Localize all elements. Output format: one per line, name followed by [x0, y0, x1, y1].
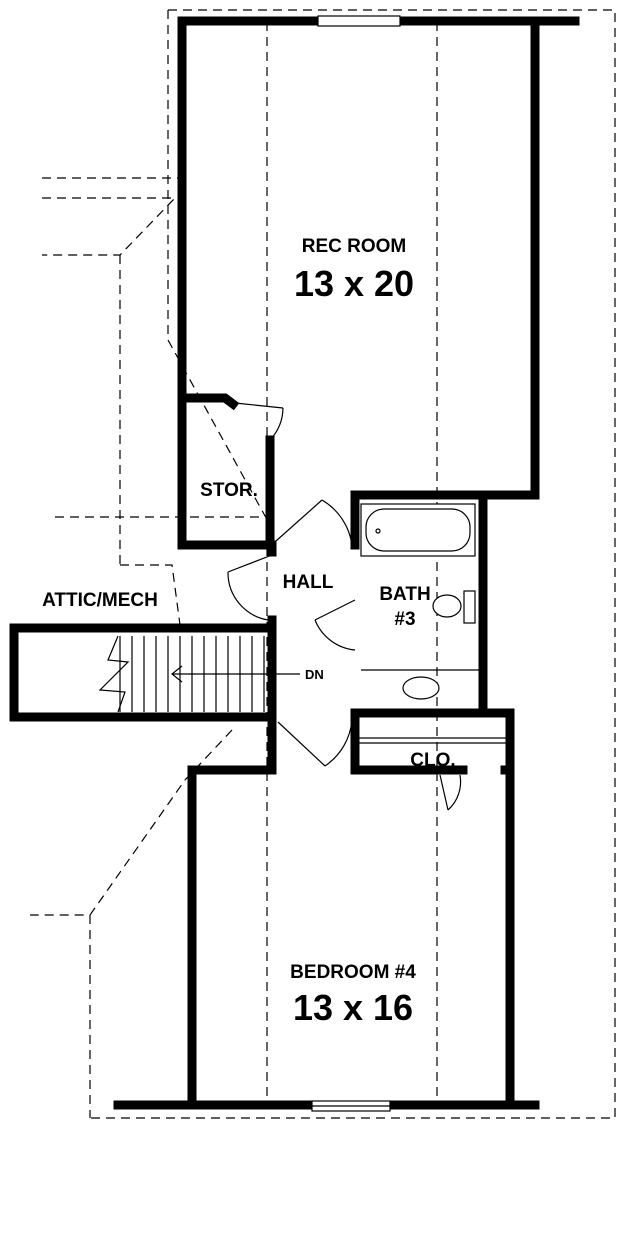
windows — [311, 15, 401, 1112]
bedroom-size: 13 x 16 — [293, 987, 413, 1028]
bath-fixtures — [360, 503, 480, 700]
closet-label: CLO. — [410, 750, 455, 771]
closet-shelf — [358, 737, 506, 744]
storage-label: STOR. — [200, 480, 258, 501]
roof-outline — [30, 9, 616, 1119]
rec-room-size: 13 x 20 — [294, 263, 414, 304]
bath-label: BATH — [379, 584, 430, 605]
hall-label: HALL — [283, 572, 334, 593]
walls — [9, 16, 580, 1110]
stairs-direction-label: DN — [305, 667, 324, 682]
bath-number: #3 — [394, 609, 415, 630]
bedroom-label: BEDROOM #4 — [290, 962, 416, 983]
stairs[interactable] — [98, 635, 300, 713]
rec-room-label: REC ROOM — [302, 236, 407, 257]
attic-label: ATTIC/MECH — [42, 590, 158, 611]
doors — [227, 402, 462, 811]
